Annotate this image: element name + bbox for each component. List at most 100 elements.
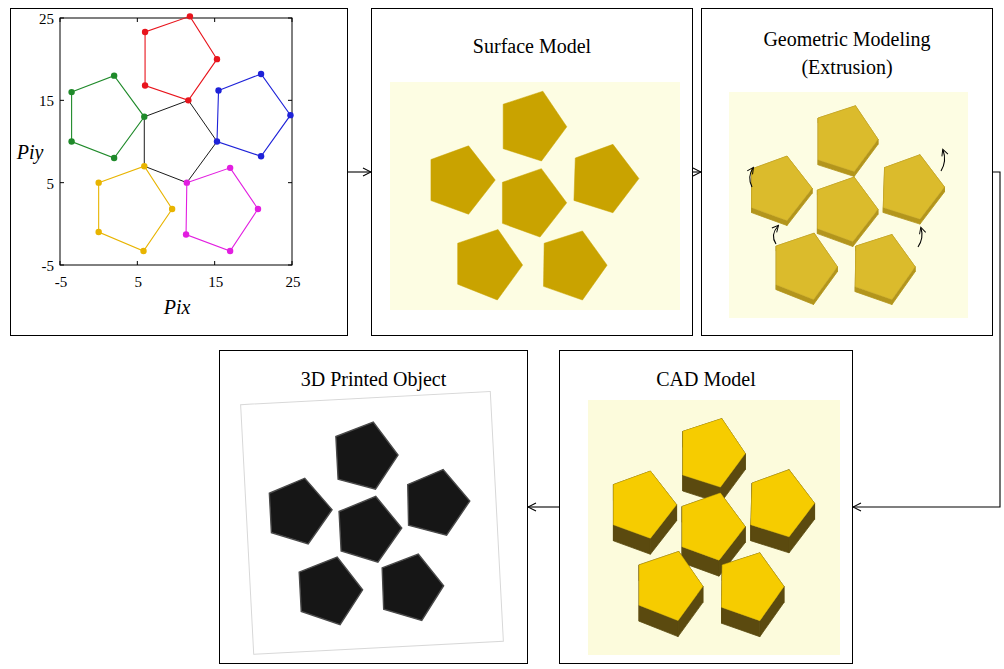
view-panel: [390, 82, 680, 310]
piece-top: [502, 169, 566, 237]
vertex-dot: [111, 155, 117, 161]
photo-frame: [241, 392, 504, 655]
tick-mark: [60, 265, 64, 266]
piece-top: [752, 156, 813, 220]
pentagon-piece: [269, 477, 334, 546]
vertex-dot: [142, 29, 148, 35]
flow-arrow: [528, 506, 559, 507]
vertex-dot: [183, 231, 189, 237]
pentagon-piece: [613, 471, 676, 554]
vertex-dot: [258, 71, 264, 77]
piece-top: [503, 91, 567, 161]
vertex-dot: [169, 206, 175, 212]
box-title: Surface Model: [382, 34, 682, 58]
pentagon-outline: [186, 168, 258, 251]
vertex-dot: [184, 179, 190, 185]
vertex-dot: [68, 89, 74, 95]
pentagon-piece: [752, 156, 813, 225]
scatter-plot: [60, 13, 294, 265]
piece-top: [574, 144, 639, 212]
piece-top: [639, 551, 703, 620]
vertex-dot: [227, 165, 233, 171]
vertex-dot: [258, 153, 264, 159]
process-box: CAD Model: [559, 350, 853, 664]
piece-top: [335, 421, 400, 491]
vertex-dot: [142, 82, 148, 88]
vertex-dot: [287, 112, 293, 118]
process-box: Geometric Modeling (Extrusion): [701, 8, 993, 336]
tick-label: -5: [55, 273, 68, 291]
piece-top: [613, 471, 676, 538]
flow-arrow: [853, 172, 1000, 507]
tick-mark: [137, 261, 138, 265]
vertex-dot: [214, 138, 220, 144]
piece-top: [431, 146, 495, 214]
piece-top: [338, 495, 403, 564]
pentagon-piece: [406, 468, 472, 537]
vertex-dot: [215, 87, 221, 93]
extrusion-view: [729, 92, 968, 318]
piece-top: [883, 155, 944, 219]
piece-top: [855, 235, 915, 300]
pentagon-outline: [217, 74, 290, 156]
tick-label: 25: [39, 10, 54, 28]
flow-arrow: [348, 171, 371, 172]
process-box: 3D Printed Object: [219, 350, 528, 664]
surface-model-view: [390, 82, 680, 310]
pentagon-piece: [883, 155, 944, 224]
tick-mark: [214, 261, 215, 265]
piece-top: [299, 556, 365, 627]
pentagon-outline: [99, 166, 172, 251]
extrusion-arrow: [750, 168, 753, 187]
vertex-dot: [141, 163, 147, 169]
vertex-dot: [68, 138, 74, 144]
vertex-dot: [255, 206, 261, 212]
tick-mark: [60, 100, 64, 101]
piece-top: [406, 468, 472, 537]
tick-mark: [288, 182, 292, 183]
pentagon-piece: [502, 169, 566, 237]
piece-top: [818, 106, 878, 172]
piece-top: [751, 470, 815, 537]
pentagon-piece: [751, 470, 815, 553]
tick-label: 15: [208, 273, 223, 291]
tick-mark: [60, 182, 64, 183]
tick-mark: [292, 261, 293, 265]
box-title: CAD Model: [567, 367, 845, 391]
tick-mark: [288, 18, 292, 19]
extrusion-arrow: [941, 150, 945, 171]
extrusion-arrow: [773, 226, 778, 244]
plot-frame: [60, 18, 292, 265]
axis-label: Piy: [17, 141, 44, 163]
pentagon-piece: [503, 91, 567, 161]
tick-mark: [288, 100, 292, 101]
pentagon-piece: [335, 421, 400, 491]
pentagon-piece: [639, 551, 703, 636]
piece-top: [683, 419, 745, 488]
tick-mark: [60, 18, 64, 19]
tick-label: 5: [47, 175, 55, 193]
tick-label: 25: [286, 273, 301, 291]
vertex-dot: [185, 97, 191, 103]
pentagon-piece: [817, 177, 878, 246]
cad-view: [588, 400, 840, 655]
piece-top: [381, 553, 445, 622]
pentagon-piece: [722, 553, 784, 637]
axis-label: Pix: [164, 296, 191, 318]
piece-top: [543, 231, 607, 300]
box-title: 3D Printed Object: [229, 367, 519, 391]
pentagon-piece: [683, 419, 745, 504]
piece-top: [269, 477, 334, 546]
tick-mark: [60, 261, 61, 265]
piece-top: [722, 553, 784, 621]
pentagon-piece: [431, 146, 495, 214]
pentagon-outline: [72, 76, 145, 158]
vertex-dot: [227, 248, 233, 254]
view-panel: [729, 92, 968, 318]
piece-top: [682, 493, 745, 560]
pentagon-piece: [818, 106, 878, 177]
vertex-dot: [141, 114, 147, 120]
plot-box: 25155-5-551525PiyPix: [10, 8, 348, 336]
extrusion-arrow: [918, 228, 922, 247]
